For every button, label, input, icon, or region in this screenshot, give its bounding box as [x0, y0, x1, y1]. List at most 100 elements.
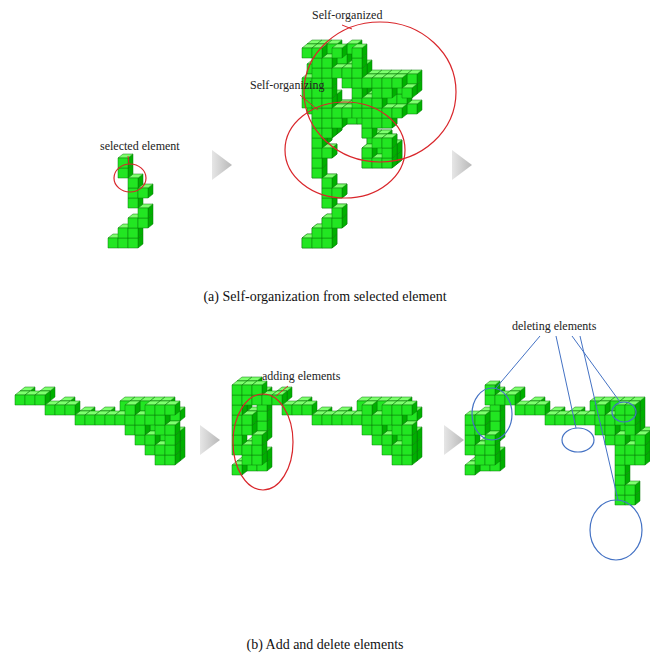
cube-front — [322, 118, 332, 128]
cube-front — [108, 238, 118, 248]
cube-front — [322, 128, 332, 138]
voxel-cube — [392, 104, 407, 118]
cube-front — [625, 485, 635, 495]
cube-top — [630, 397, 645, 401]
cube-front — [118, 168, 128, 178]
cube-front — [322, 108, 332, 118]
cube-front — [312, 158, 322, 168]
cube-top — [165, 401, 180, 405]
cube-front — [312, 138, 322, 148]
cube-front — [332, 118, 342, 128]
cube-front — [372, 138, 382, 148]
cube-front — [322, 198, 332, 208]
cube-front — [465, 435, 475, 445]
cube-front — [352, 108, 362, 118]
cube-front — [145, 435, 155, 445]
cube-front — [128, 218, 138, 228]
cube-front — [372, 88, 382, 98]
cube-front — [155, 405, 165, 415]
leader-line — [580, 336, 618, 500]
sub-caption: (b) Add and delete elements — [0, 637, 650, 654]
cube-front — [332, 108, 342, 118]
cube-front — [242, 445, 252, 455]
cube-front — [322, 108, 332, 118]
cube-front — [605, 435, 615, 445]
cube-front — [352, 68, 362, 78]
cube-front — [475, 415, 485, 425]
cube-front — [585, 415, 595, 425]
cube-front — [615, 465, 625, 475]
cube-front — [322, 415, 332, 425]
cube-front — [332, 68, 342, 78]
cube-front — [312, 148, 322, 158]
cube-top — [407, 70, 422, 74]
leader-line — [128, 156, 129, 164]
voxel-cube — [35, 391, 50, 405]
cube-top — [505, 391, 520, 395]
cube-front — [362, 108, 372, 118]
cube-front — [392, 455, 402, 465]
voxel-model — [232, 377, 422, 475]
cube-front — [402, 425, 412, 435]
callout-label: Self-organized — [312, 8, 382, 22]
cube-front — [332, 108, 342, 118]
cube-front — [495, 395, 505, 405]
cube-front — [465, 425, 475, 435]
cube-front — [407, 74, 417, 84]
cube-front — [85, 415, 95, 425]
voxel-cube — [625, 401, 640, 415]
cube-front — [322, 228, 332, 238]
cube-front — [128, 178, 138, 188]
cube-front — [312, 228, 322, 238]
cube-top — [382, 134, 397, 138]
cube-top — [100, 407, 115, 411]
voxel-cube — [302, 401, 317, 415]
cube-front — [342, 415, 352, 425]
cube-front — [332, 208, 342, 218]
cube-front — [535, 405, 545, 415]
cube-front — [145, 415, 155, 425]
cube-front — [342, 108, 352, 118]
cube-top — [510, 387, 525, 391]
cube-front — [322, 128, 332, 138]
cube-front — [362, 108, 372, 118]
cube-front — [252, 435, 262, 445]
cube-front — [352, 415, 362, 425]
cube-front — [332, 415, 342, 425]
cube-front — [362, 118, 372, 128]
cube-front — [242, 395, 252, 405]
cube-top — [530, 397, 545, 401]
cube-top — [302, 401, 317, 405]
cube-front — [302, 405, 312, 415]
cube-front — [322, 178, 332, 188]
voxel-model — [465, 381, 650, 505]
cube-front — [362, 148, 372, 158]
cube-front — [128, 198, 138, 208]
cube-front — [312, 168, 322, 178]
cube-front — [312, 158, 322, 168]
cube-front — [352, 48, 362, 58]
voxel-cube — [392, 74, 407, 88]
cube-top — [317, 407, 332, 411]
cube-front — [485, 395, 495, 405]
cube-front — [465, 465, 475, 475]
cube-top — [402, 401, 417, 405]
cube-front — [312, 58, 322, 68]
cube-front — [322, 178, 332, 188]
cube-front — [605, 425, 615, 435]
cube-front — [252, 385, 262, 395]
cube-front — [105, 415, 115, 425]
cube-top — [362, 401, 377, 405]
cube-front — [138, 208, 148, 218]
cube-front — [232, 395, 242, 405]
leader-line — [496, 336, 540, 388]
cube-front — [362, 405, 372, 415]
cube-front — [362, 78, 372, 88]
voxel-cube — [165, 401, 180, 415]
cube-front — [402, 435, 412, 445]
leader-line — [572, 336, 620, 402]
cube-front — [45, 405, 55, 415]
cube-front — [402, 455, 412, 465]
cube-front — [485, 385, 495, 395]
cube-front — [242, 425, 252, 435]
